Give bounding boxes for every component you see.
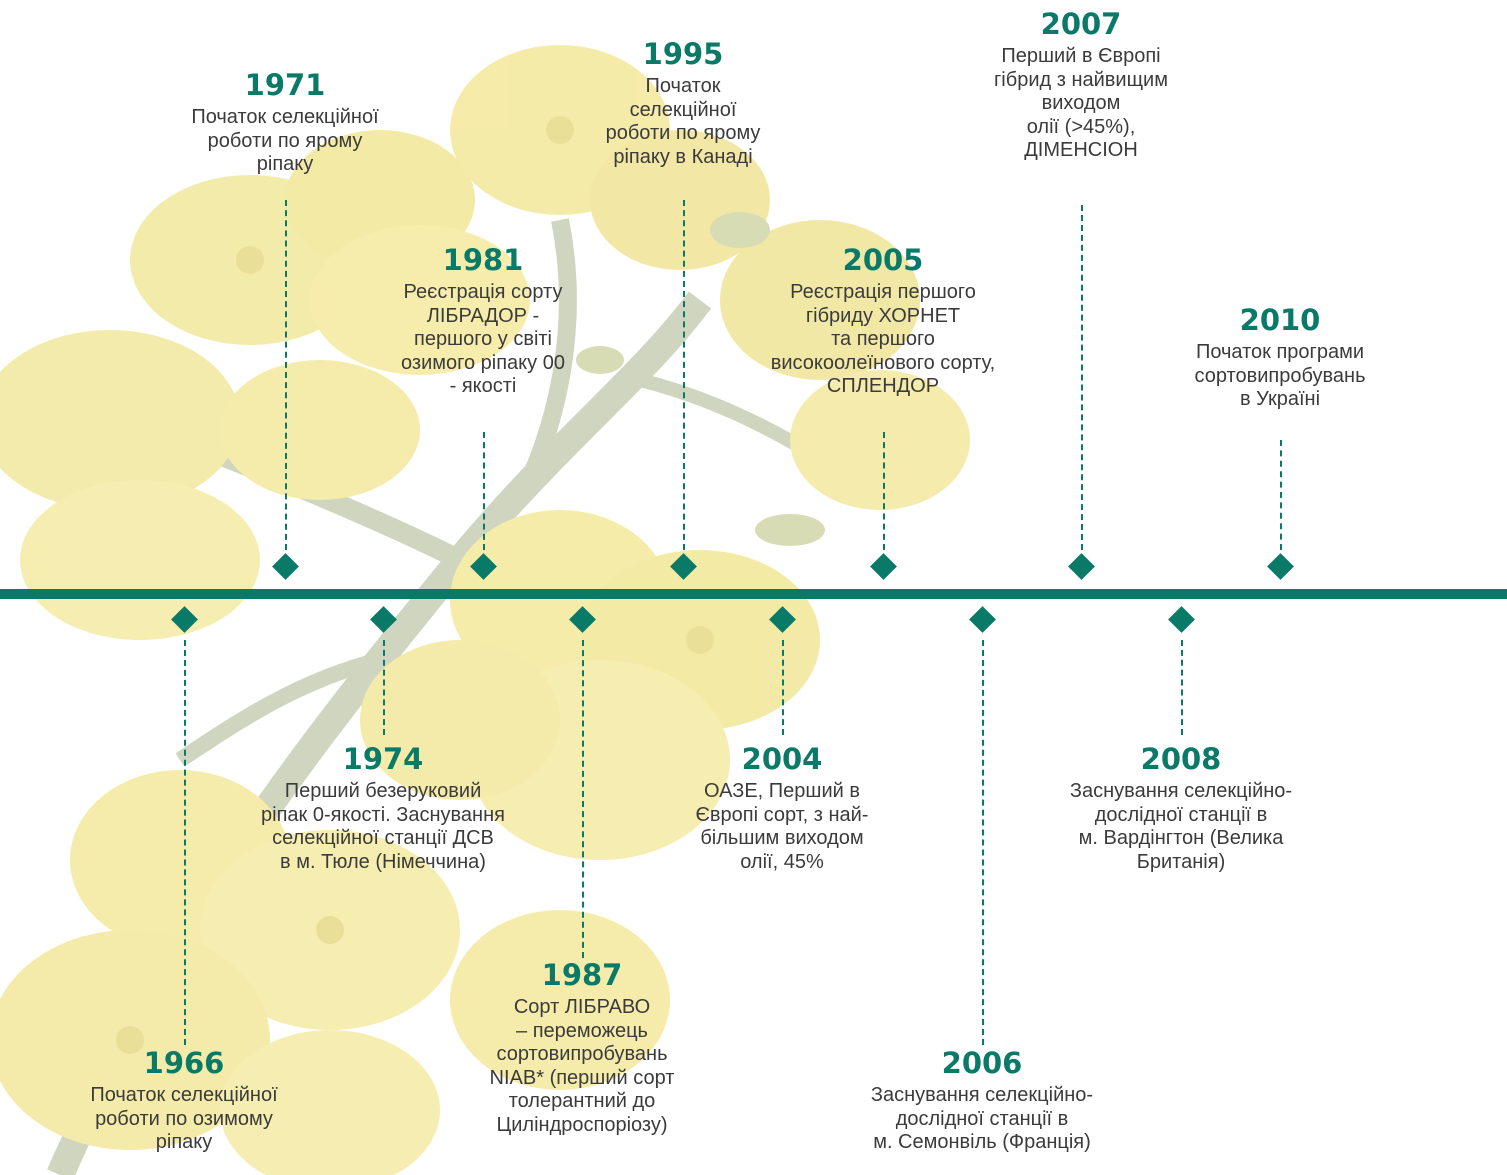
event-year: 2004 — [741, 742, 823, 776]
event-1974: 1974 Перший безеруковий ріпак 0-якості. … — [233, 742, 533, 874]
event-2008: 2008 Заснування селекційно- дослідної ст… — [1051, 742, 1311, 874]
connector-1971 — [285, 200, 287, 550]
connector-2007 — [1081, 205, 1083, 550]
event-1981: 1981 Реєстрація сорту ЛІБРАДОР - першого… — [353, 243, 613, 399]
event-2005: 2005 Реєстрація першого гібриду ХОРНЕТ т… — [733, 243, 1033, 399]
event-description: Заснування селекційно- дослідної станції… — [870, 1084, 1094, 1153]
event-year: 1981 — [442, 243, 524, 277]
event-year: 1995 — [642, 37, 724, 71]
event-year: 1966 — [143, 1046, 225, 1080]
event-description: Початок селекційної роботи по озимому рі… — [90, 1084, 278, 1153]
connector-1987 — [582, 640, 584, 958]
connector-2005 — [883, 432, 885, 550]
event-2010: 2010 Початок програми сортовипробувань в… — [1150, 303, 1410, 412]
event-description: Початок селекційної роботи по ярому ріпа… — [191, 106, 379, 175]
event-year: 2008 — [1140, 742, 1222, 776]
event-year: 1987 — [541, 958, 623, 992]
event-1966: 1966 Початок селекційної роботи по озимо… — [59, 1046, 309, 1155]
connector-2010 — [1280, 440, 1282, 550]
connector-2008 — [1181, 640, 1183, 735]
event-description: Перший безеруковий ріпак 0-якості. Засну… — [261, 780, 505, 873]
connector-2006 — [982, 640, 984, 1045]
connector-2004 — [782, 640, 784, 735]
event-description: Перший в Європі гібрид з найвищим виходо… — [994, 45, 1168, 161]
event-description: Початок селекційної роботи по ярому ріпа… — [605, 75, 761, 168]
event-description: ОАЗЕ, Перший в Європі сорт, з най- більш… — [695, 780, 869, 873]
event-year: 2007 — [1040, 7, 1122, 41]
event-2004: 2004 ОАЗЕ, Перший в Європі сорт, з най- … — [662, 742, 902, 874]
event-2007: 2007 Перший в Європі гібрид з найвищим в… — [951, 7, 1211, 163]
event-year: 2006 — [941, 1046, 1023, 1080]
event-2006: 2006 Заснування селекційно- дослідної ст… — [837, 1046, 1127, 1155]
event-description: Заснування селекційно- дослідної станції… — [1069, 780, 1293, 873]
event-year: 1971 — [244, 68, 326, 102]
event-description: Реєстрація першого гібриду ХОРНЕТ та пер… — [770, 281, 996, 397]
event-1971: 1971 Початок селекційної роботи по ярому… — [155, 68, 415, 177]
connector-1995 — [683, 200, 685, 550]
event-description: Початок програми сортовипробувань в Укра… — [1194, 341, 1366, 410]
connector-1974 — [383, 640, 385, 735]
connector-1966 — [184, 640, 186, 1045]
event-1995: 1995 Початок селекційної роботи по ярому… — [553, 37, 813, 169]
event-year: 1974 — [342, 742, 424, 776]
timeline-axis — [0, 589, 1507, 599]
event-1987: 1987 Сорт ЛІБРАВО – переможець сортовипр… — [462, 958, 702, 1137]
connector-1981 — [483, 432, 485, 550]
event-description: Реєстрація сорту ЛІБРАДОР - першого у св… — [401, 281, 565, 397]
event-year: 2005 — [842, 243, 924, 277]
event-year: 2010 — [1239, 303, 1321, 337]
event-description: Сорт ЛІБРАВО – переможець сортовипробува… — [489, 996, 675, 1136]
